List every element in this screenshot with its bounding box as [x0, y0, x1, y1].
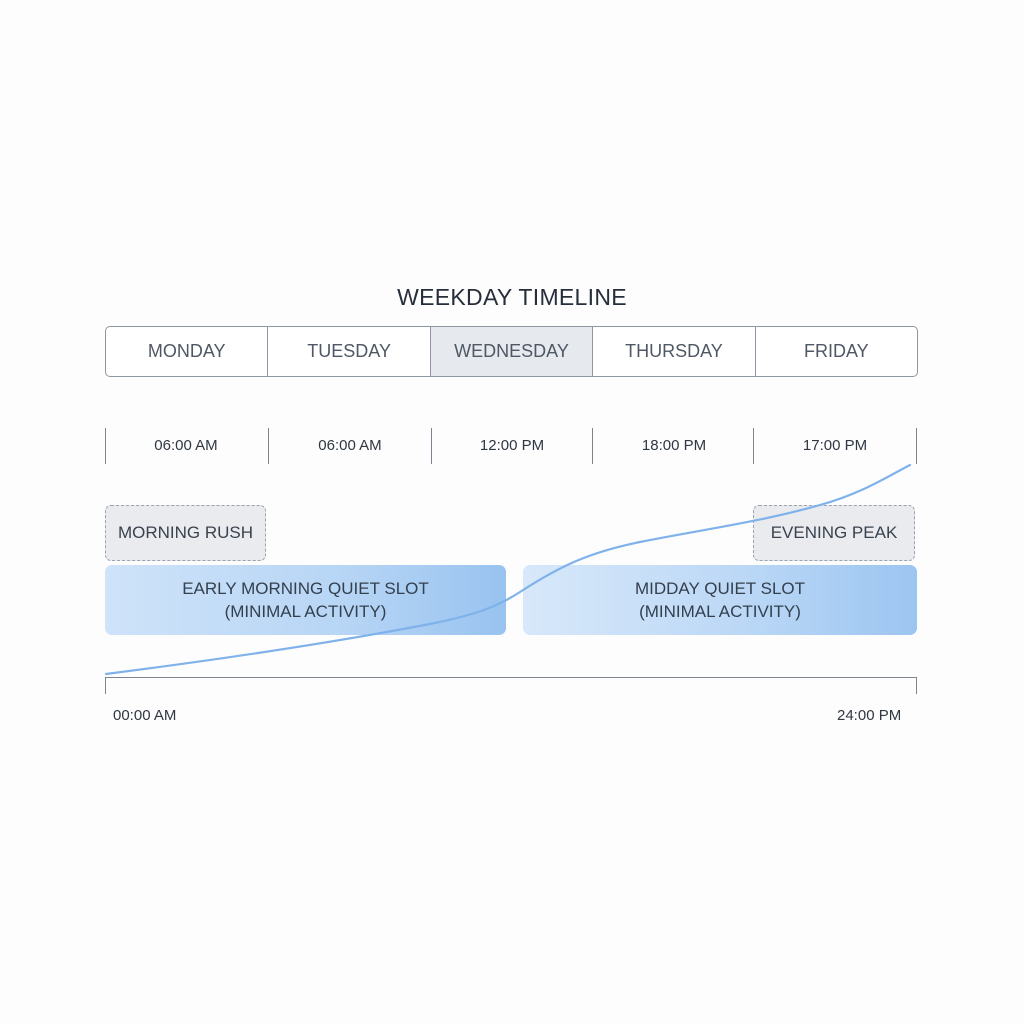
time-tick-label: 06:00 AM	[318, 437, 382, 454]
tick-mark	[592, 428, 593, 464]
slot-subtitle: (MINIMAL ACTIVITY)	[639, 602, 801, 621]
time-tick-label: 06:00 AM	[154, 437, 218, 454]
morning-rush-tag: MORNING RUSH	[105, 505, 266, 561]
time-tick-label: 18:00 PM	[641, 437, 707, 454]
slot-title: EARLY MORNING QUIET SLOT	[182, 579, 429, 598]
tab-wednesday[interactable]: WEDNESDAY	[430, 327, 594, 376]
slot-title: MIDDAY QUIET SLOT	[634, 579, 806, 598]
day-tab-bar: MONDAY TUESDAY WEDNESDAY THURSDAY FRIDAY	[105, 326, 918, 377]
early-morning-quiet-slot: EARLY MORNING QUIET SLOT (MINIMAL ACTIVI…	[105, 565, 506, 635]
evening-peak-tag: EVENING PEAK	[753, 505, 915, 561]
tab-thursday[interactable]: THURSDAY	[593, 327, 756, 376]
time-tick-label: 17:00 PM	[802, 437, 868, 454]
axis-line	[105, 677, 917, 678]
time-tick-row: 06:00 AM 06:00 AM 12:00 PM 18:00 PM 17:0…	[105, 428, 918, 464]
tick-mark	[753, 428, 754, 464]
axis-end-label: 24:00 PM	[837, 707, 902, 724]
axis-start-cap	[105, 677, 106, 694]
tab-monday[interactable]: MONDAY	[106, 327, 269, 376]
tab-tuesday[interactable]: TUESDAY	[268, 327, 431, 376]
axis-start-label: 00:00 AM	[113, 707, 177, 724]
tick-mark	[431, 428, 432, 464]
tick-mark	[105, 428, 106, 464]
diagram-title: WEEKDAY TIMELINE	[397, 284, 627, 310]
time-axis	[105, 677, 917, 695]
tick-mark	[916, 428, 917, 464]
midday-quiet-slot: MIDDAY QUIET SLOT (MINIMAL ACTIVITY)	[523, 565, 917, 635]
tick-mark	[268, 428, 269, 464]
axis-end-cap	[916, 677, 917, 694]
slot-subtitle: (MINIMAL ACTIVITY)	[224, 602, 387, 621]
time-tick-label: 12:00 PM	[479, 437, 545, 454]
tab-friday[interactable]: FRIDAY	[803, 341, 869, 361]
